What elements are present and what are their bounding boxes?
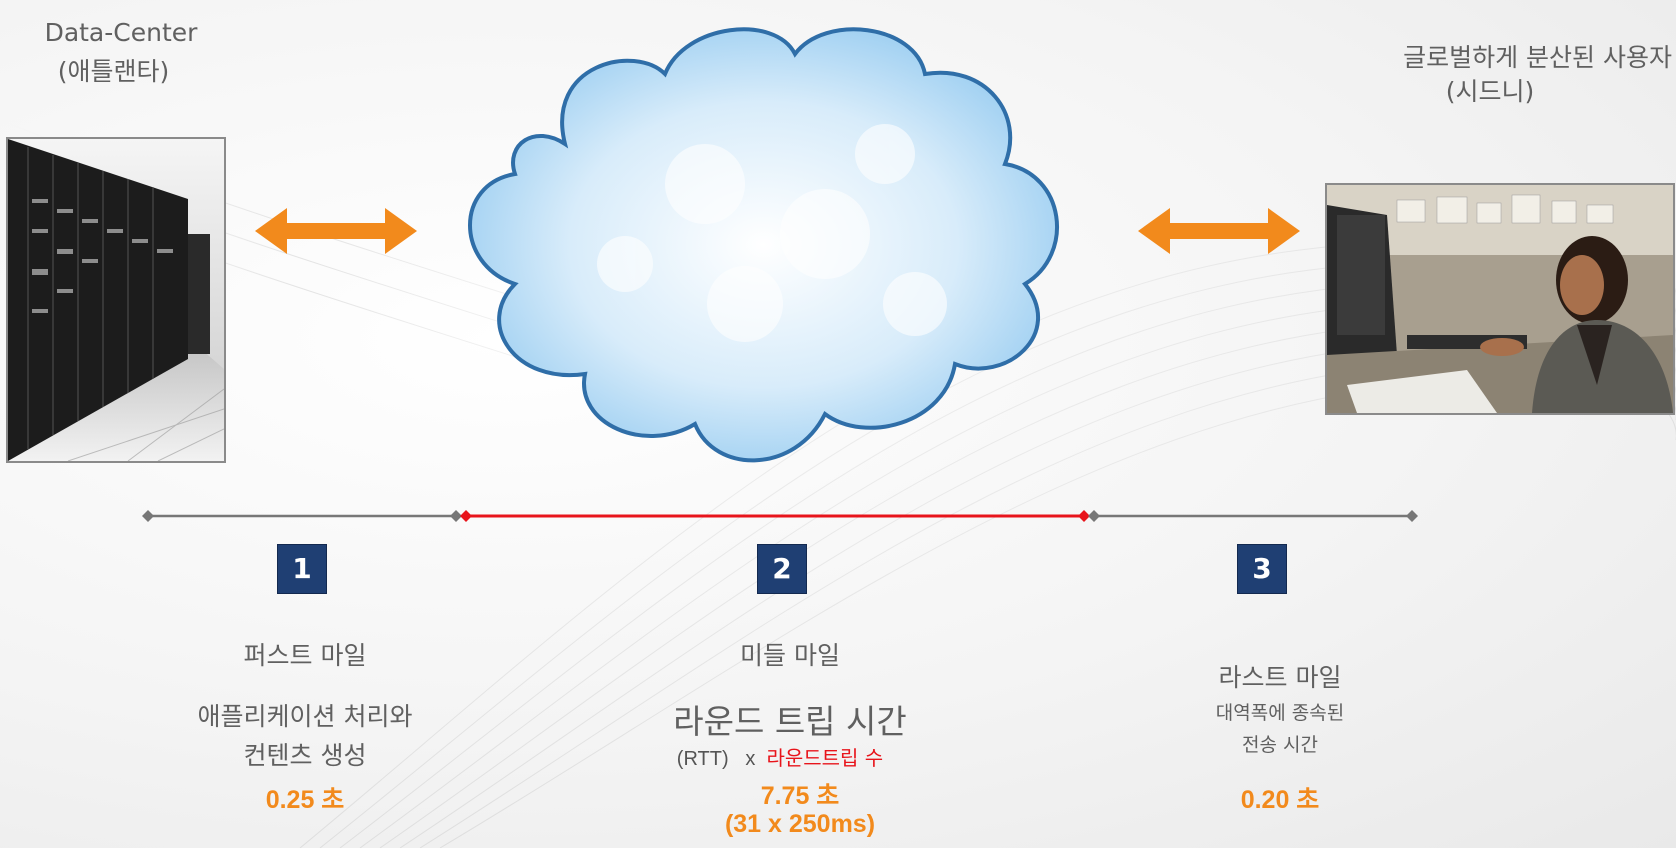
server-room-photo-icon — [6, 137, 226, 463]
segment-2-time-detail: (31 x 250ms) — [724, 810, 876, 838]
datacenter-title: Data-Center — [44, 18, 198, 47]
multiply-sign: x — [745, 748, 756, 770]
segment-3-time: 0.20 초 — [1240, 786, 1320, 814]
segment-1-badge: 1 — [278, 545, 326, 593]
datacenter-location: (애틀랜타) — [57, 57, 170, 86]
rtt-label: (RTT) — [676, 748, 729, 770]
segment-3-desc-line2: 전송 시간 — [1242, 734, 1318, 756]
segment-2-desc-line1: 라운드 트립 시간 — [673, 702, 907, 741]
left-double-arrow-icon — [255, 208, 417, 254]
segment-3-heading: 라스트 마일 — [1218, 663, 1342, 692]
segment-3-badge: 3 — [1238, 545, 1286, 593]
internet-cloud-icon — [468, 27, 1059, 463]
segment-1-time: 0.25 초 — [265, 786, 345, 814]
user-location: (시드니) — [1445, 77, 1535, 106]
segment-1-desc-line2: 컨텐츠 생성 — [243, 741, 367, 770]
segment-2-heading: 미들 마일 — [740, 641, 840, 670]
segment-3-desc-line1: 대역폭에 종속된 — [1215, 702, 1345, 724]
right-double-arrow-icon — [1138, 208, 1300, 254]
segment-2-badge: 2 — [758, 545, 806, 593]
office-worker-photo-icon — [1325, 183, 1675, 415]
user-title: 글로벌하게 분산된 사용자 — [1403, 43, 1672, 72]
segment-1-desc-line1: 애플리케이션 처리와 — [197, 702, 413, 731]
segment-2-formula: (RTT) x 라운드트립 수 — [610, 742, 950, 771]
segment-2-time: 7.75 초 — [760, 782, 840, 810]
segment-1-heading: 퍼스트 마일 — [243, 641, 367, 670]
round-trip-count-label: 라운드트립 수 — [766, 746, 884, 770]
timeline — [142, 510, 1418, 522]
